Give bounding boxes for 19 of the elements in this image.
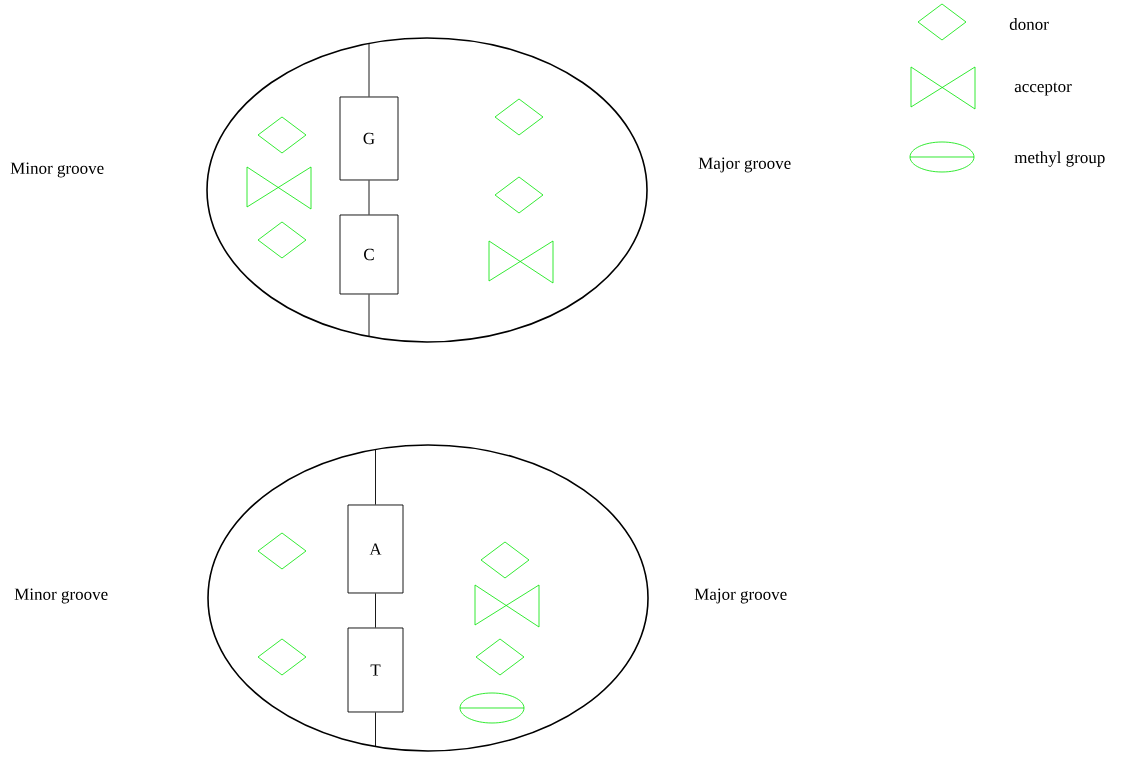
base-box: T [347,627,404,713]
strand-line [375,712,376,748]
base-box: C [339,214,399,295]
groove-label: Minor groove [10,162,104,178]
base-box: G [339,96,399,181]
cross-section-ellipse [206,37,648,343]
strand-line [368,42,370,97]
strand-line [375,448,376,505]
strand-line [368,294,370,338]
base-box: A [347,504,404,594]
groove-label: Major groove [698,157,791,173]
groove-label: Minor groove [14,588,108,604]
legend-label: acceptor [1014,82,1072,96]
cross-section-ellipse [207,444,649,752]
legend-label: methyl group [1014,151,1105,167]
legend-label: donor [1009,18,1049,30]
groove-label: Major groove [694,588,787,604]
strand-line [375,593,376,628]
strand-line [368,180,370,215]
